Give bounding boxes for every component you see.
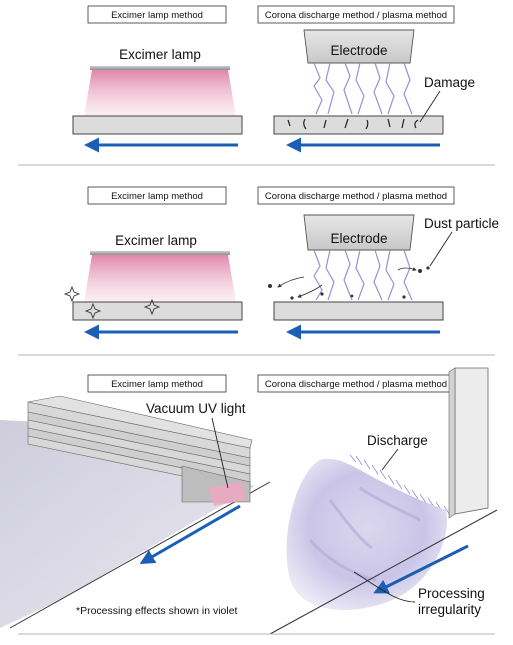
panel-3-right-direction-arrow [373,544,469,594]
panel-3-irregularity-leader [353,571,416,603]
panel-3-left-direction-arrow [139,504,241,565]
panel-1-lamp-bar [90,66,230,70]
panel-1-lamp-label: Excimer lamp [119,47,201,62]
panel-3-left-label-box [87,374,227,393]
panel-2: Excimer lamp method Corona discharge met… [63,186,499,340]
panel-1-damage-leader [419,90,441,123]
panel-2-left-label: Excimer lamp method [111,191,203,202]
panel-2-lamp-label: Excimer lamp [115,233,197,248]
panel-2-dust-leader [429,231,453,267]
panel-3-uv-light-glow [208,482,246,506]
panel-3-vacuum-uv-leader [211,417,229,489]
panel-2-lamp-bar [90,251,230,255]
panel-1-left-label: Excimer lamp method [111,10,203,21]
panel-2-electrode [303,214,415,251]
panel-3-right-substrate-edge [269,509,498,635]
panel-2-right-label: Corona discharge method / plasma method [265,191,447,202]
panel-1-damage-label: Damage [424,75,475,90]
panel-1-discharge-sparks [313,62,413,115]
panel-1-left-substrate [72,115,243,135]
panel-3-discharge-leader [381,448,399,471]
panel-2-dust-particles [268,266,430,300]
panel-3-right-label: Corona discharge method / plasma method [265,379,447,390]
panel-3-electrode-side [448,367,456,519]
panel-2-discharge-sparks [313,249,413,301]
panel-3-cloud-texture [308,486,421,582]
panel-3-footnote: *Processing effects shown in violet [76,605,238,617]
panel-3-vacuum-uv-label: Vacuum UV light [146,401,246,416]
panel-1-damage-marks [287,118,419,130]
panel-2-right-label-box [257,186,455,205]
panel-1: Excimer lamp method Corona discharge met… [72,5,475,153]
panel-3: Excimer lamp method Corona discharge met… [0,367,498,635]
panel-2-particle-trajectories [277,267,417,298]
panel-3-irregularity-label-line1: Processing [418,586,485,601]
panel-3-electrode-plate [454,367,489,515]
panel-2-right-substrate [273,301,444,321]
panel-2-electrode-label: Electrode [330,231,387,246]
panel-2-left-label-box [87,186,227,205]
panel-2-left-substrate [72,301,243,321]
panel-3-processing-cloud [286,458,447,611]
panel-1-right-label-box [257,5,455,24]
panel-3-discharge-label: Discharge [367,433,428,448]
panel-2-uv-glow [84,255,236,302]
panel-1-right-label: Corona discharge method / plasma method [265,10,447,21]
panel-1-electrode-label: Electrode [330,43,387,58]
panel-1-left-label-box [87,5,227,24]
panel-3-irregularity-label-line2: irregularity [418,602,481,617]
panel-1-uv-glow [84,70,236,116]
panel-1-electrode [303,29,415,64]
panel-2-dust-label: Dust particle [424,216,499,231]
panel-3-discharge-fringe [349,454,451,516]
panel-2-sparkle-icons [63,285,161,320]
panel-3-left-label: Excimer lamp method [111,379,203,390]
panel-1-right-substrate [273,115,444,135]
panel-3-lamp-stack [27,395,253,503]
